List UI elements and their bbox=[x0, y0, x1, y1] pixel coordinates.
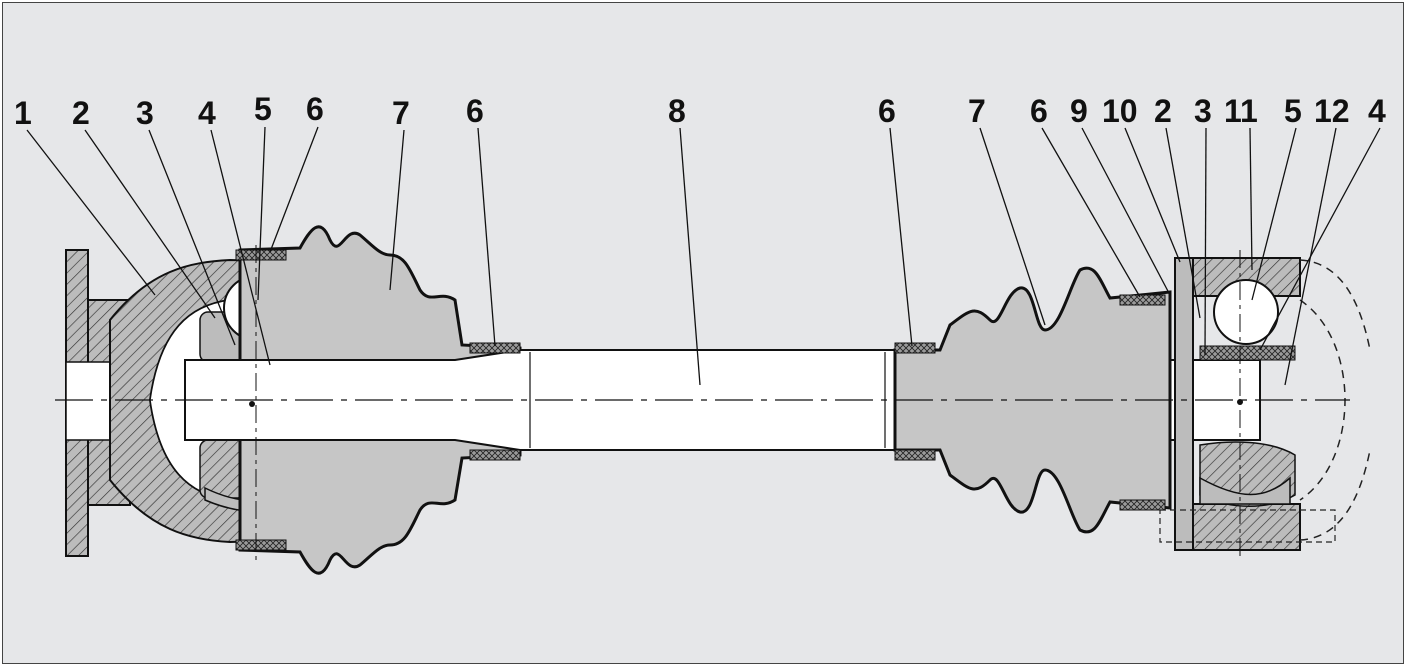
callout-17: 11 bbox=[1224, 93, 1258, 129]
callout-16: 3 bbox=[1194, 93, 1212, 129]
callout-11: 7 bbox=[968, 93, 986, 129]
callout-20: 4 bbox=[1368, 93, 1386, 129]
callout-19: 12 bbox=[1314, 93, 1350, 129]
callout-10: 6 bbox=[878, 93, 896, 129]
callout-6: 6 bbox=[306, 91, 324, 127]
callout-9: 8 bbox=[668, 93, 686, 129]
bolt-outline bbox=[1159, 509, 1336, 543]
callout-3: 3 bbox=[136, 95, 154, 131]
callout-12: 6 bbox=[1030, 93, 1048, 129]
callout-15: 2 bbox=[1154, 93, 1172, 129]
callout-4: 4 bbox=[198, 95, 216, 131]
callout-14: 10 bbox=[1102, 93, 1138, 129]
callout-18: 5 bbox=[1284, 93, 1302, 129]
callout-7: 7 bbox=[392, 95, 410, 131]
seal-clamps bbox=[235, 249, 1166, 551]
right-ball bbox=[1213, 279, 1279, 345]
callout-2: 2 bbox=[72, 95, 90, 131]
callout-5: 5 bbox=[254, 91, 272, 127]
callout-8: 6 bbox=[466, 93, 484, 129]
callout-1: 1 bbox=[14, 95, 32, 131]
callout-13: 9 bbox=[1070, 93, 1088, 129]
